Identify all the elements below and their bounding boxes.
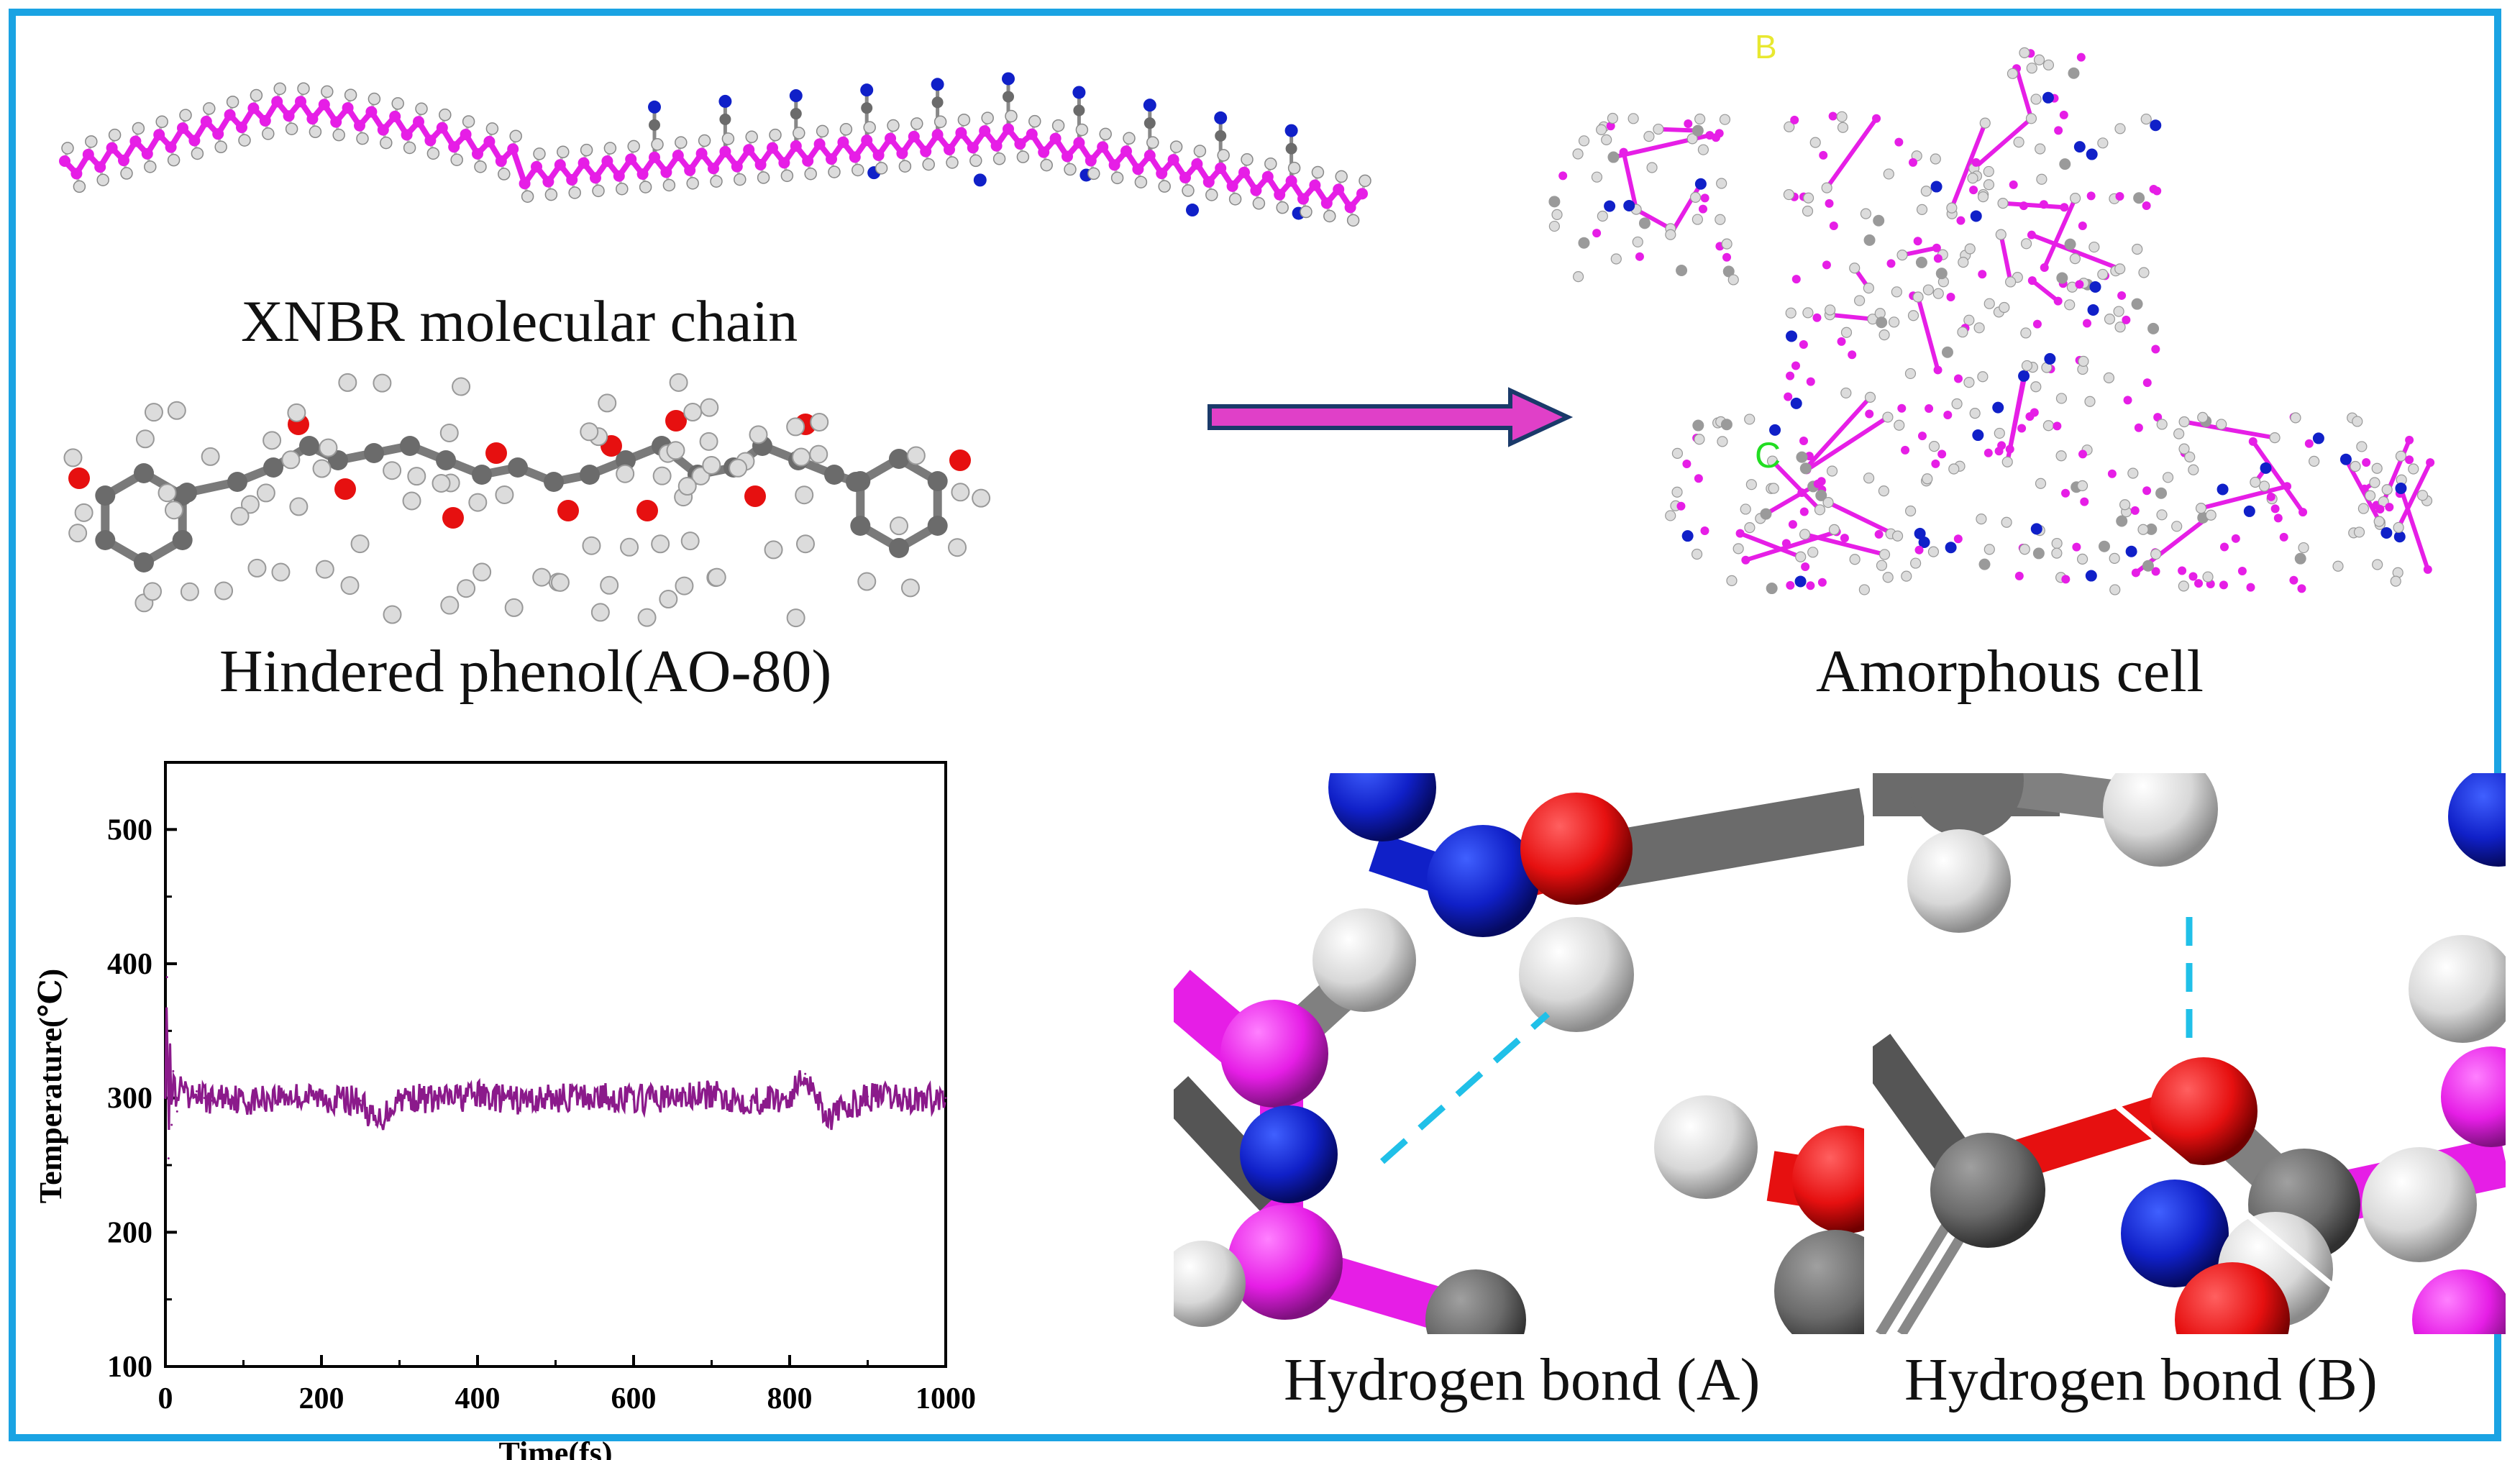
temperature-point-27 bbox=[749, 1099, 752, 1102]
temperature-point-8 bbox=[188, 1103, 191, 1106]
xnbr-molecule bbox=[59, 72, 1371, 227]
y-tick-label-1: 200 bbox=[107, 1216, 152, 1249]
temperature-point-26 bbox=[711, 1094, 713, 1097]
ao80-caption: Hindered phenol(AO-80) bbox=[219, 638, 832, 705]
temperature-point-29 bbox=[804, 1072, 807, 1075]
temperature-point-13 bbox=[242, 1100, 245, 1103]
hbond-b-caption: Hydrogen bond (B) bbox=[1904, 1346, 2378, 1413]
ao80-atoms bbox=[63, 373, 991, 628]
temperature-point-15 bbox=[320, 1097, 323, 1100]
arrow-shape bbox=[1208, 387, 1574, 447]
cell-axis-label-c: C bbox=[1755, 435, 1781, 475]
temperature-point-1 bbox=[165, 976, 168, 979]
hbond-b-white-line bbox=[2086, 1080, 2393, 1334]
x-tick-label-3: 600 bbox=[611, 1382, 657, 1415]
temperature-point-33 bbox=[944, 1097, 947, 1100]
hbond-a-panel bbox=[1174, 773, 1864, 1334]
temperature-point-17 bbox=[375, 1123, 378, 1126]
temperature-point-10 bbox=[203, 1097, 206, 1100]
temperature-point-0 bbox=[164, 1097, 167, 1100]
temperature-point-3 bbox=[169, 1043, 172, 1046]
temperature-point-4 bbox=[170, 1123, 173, 1126]
hbond-b-panel bbox=[1873, 773, 2506, 1334]
y-tick-label-3: 400 bbox=[107, 948, 152, 981]
x-tick-label-2: 400 bbox=[455, 1382, 501, 1415]
plot-frame bbox=[164, 761, 947, 1368]
temperature-point-2 bbox=[167, 1157, 170, 1160]
temperature-point-21 bbox=[515, 1099, 518, 1102]
y-tick-label-0: 100 bbox=[107, 1351, 152, 1384]
temperature-point-11 bbox=[211, 1099, 214, 1102]
temperature-point-25 bbox=[671, 1097, 674, 1100]
hbond-a-atoms bbox=[1174, 773, 1864, 1334]
temperature-series-line bbox=[164, 1007, 946, 1131]
hbond-a-dash bbox=[1380, 1011, 1550, 1164]
temperature-point-31 bbox=[867, 1095, 869, 1098]
temperature-point-32 bbox=[905, 1098, 908, 1101]
temperature-point-16 bbox=[359, 1099, 362, 1102]
temperature-point-18 bbox=[398, 1095, 401, 1098]
temperature-point-23 bbox=[593, 1095, 596, 1098]
temperature-chart: 0 200 400 600 800 1000 100 200 300 400 500Time(fs)… bbox=[33, 761, 976, 1460]
temperature-point-14 bbox=[281, 1094, 284, 1097]
amorphous-cell-molecule bbox=[1548, 47, 2435, 596]
hbond-b-atoms bbox=[1907, 773, 2506, 1334]
temperature-point-30 bbox=[827, 1117, 830, 1120]
y-tick-label-2: 300 bbox=[107, 1082, 152, 1115]
hbond-a-caption: Hydrogen bond (A) bbox=[1284, 1346, 1761, 1413]
temperature-point-5 bbox=[172, 1069, 175, 1072]
x-tick-label-4: 800 bbox=[767, 1382, 813, 1415]
xnbr-atoms bbox=[59, 72, 1371, 227]
temperature-point-28 bbox=[788, 1097, 791, 1100]
temperature-point-19 bbox=[437, 1098, 440, 1101]
x-axis-label: Time(fs) bbox=[498, 1436, 612, 1460]
x-tick-label-1: 200 bbox=[299, 1382, 344, 1415]
amorphous-caption: Amorphous cell bbox=[1816, 638, 2204, 705]
temperature-point-22 bbox=[554, 1097, 557, 1100]
process-arrow bbox=[1208, 387, 1574, 447]
temperature-point-12 bbox=[227, 1092, 229, 1095]
y-tick-label-4: 500 bbox=[107, 813, 152, 847]
x-tick-label-0: 0 bbox=[158, 1382, 173, 1415]
ao80-molecule bbox=[63, 373, 991, 628]
temperature-point-20 bbox=[476, 1094, 479, 1097]
y-axis-label: Temperature(℃) bbox=[33, 969, 68, 1203]
xnbr-caption: XNBR molecular chain bbox=[241, 288, 798, 354]
cell-axis-label-b: B bbox=[1755, 28, 1777, 65]
temperature-point-6 bbox=[175, 1110, 178, 1113]
temperature-point-24 bbox=[632, 1098, 635, 1101]
cell-atoms bbox=[1548, 47, 2435, 596]
temperature-point-7 bbox=[180, 1083, 183, 1086]
temperature-point-9 bbox=[195, 1090, 198, 1092]
x-tick-label-5: 1000 bbox=[916, 1382, 976, 1415]
